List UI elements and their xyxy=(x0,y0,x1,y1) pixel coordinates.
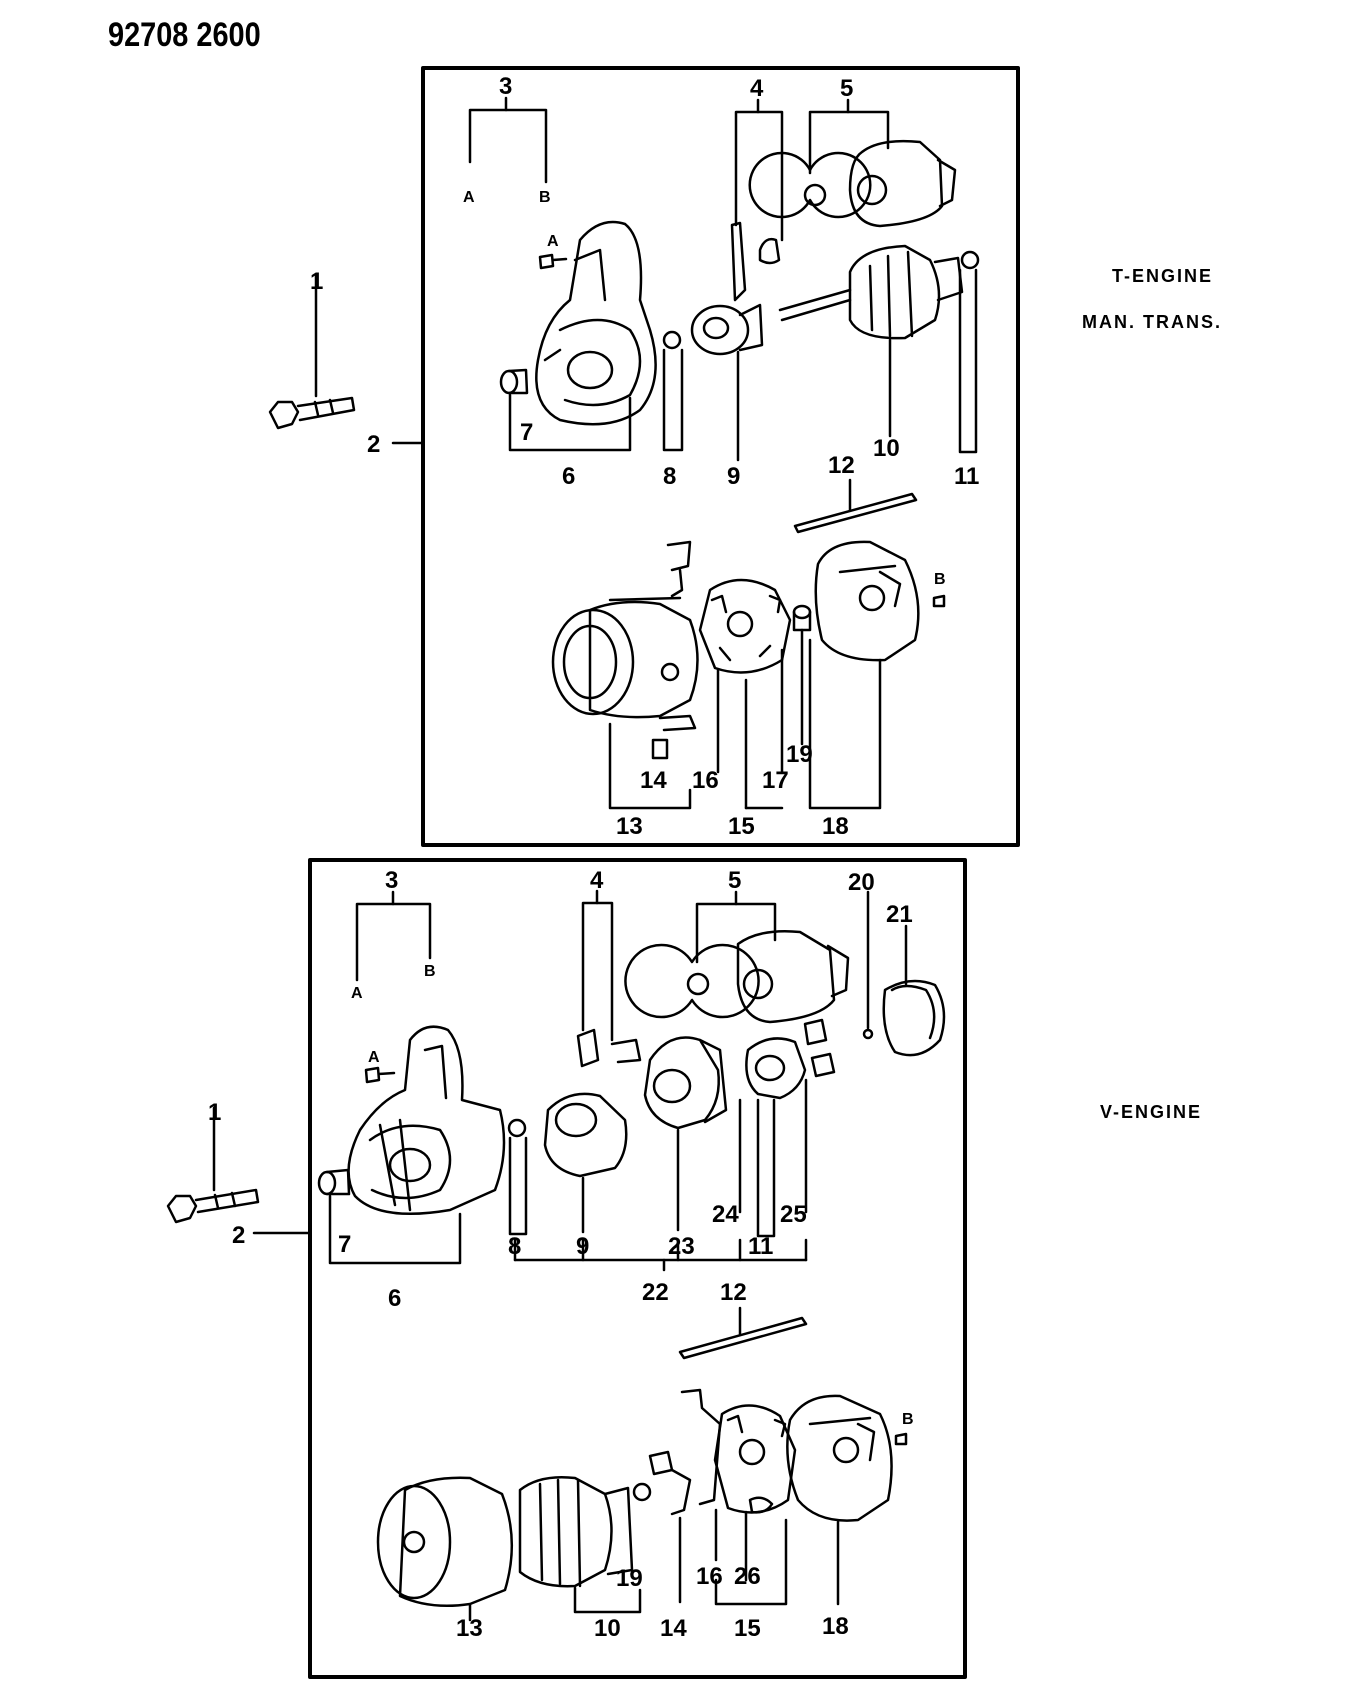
label-3-a: A xyxy=(351,985,363,1002)
label-18: 18 xyxy=(822,1613,849,1640)
label-a: A xyxy=(368,1049,380,1066)
label-14: 14 xyxy=(660,1615,687,1642)
label-6: 6 xyxy=(388,1285,401,1312)
armature-part xyxy=(518,1476,652,1614)
label-1: 1 xyxy=(208,1099,221,1126)
panel-v-engine: 1 2 3 A B A B 4 5 6 7 8 9 10 11 12 13 14… xyxy=(166,858,967,1679)
label-6: 6 xyxy=(562,463,575,490)
label-8: 8 xyxy=(508,1233,521,1260)
drive-housing-part xyxy=(535,220,657,426)
label-3-b: B xyxy=(539,189,551,206)
label-7: 7 xyxy=(520,419,533,446)
label-13: 13 xyxy=(456,1615,483,1642)
label-11: 11 xyxy=(954,463,979,490)
label-26: 26 xyxy=(734,1563,761,1590)
label-10: 10 xyxy=(594,1615,621,1642)
label-2: 2 xyxy=(232,1222,245,1249)
label-b: B xyxy=(934,571,946,588)
drive-housing-part xyxy=(347,1025,506,1215)
label-17: 17 xyxy=(762,767,789,794)
rear-bracket-part xyxy=(808,540,946,810)
label-3: 3 xyxy=(499,73,512,100)
label-9: 9 xyxy=(576,1233,589,1260)
bolt-part xyxy=(166,1106,260,1224)
gear-part xyxy=(643,1036,728,1232)
overrunning-clutch-part xyxy=(690,221,764,462)
label-1: 1 xyxy=(310,268,323,295)
yoke-part xyxy=(376,1476,513,1622)
label-5: 5 xyxy=(728,867,741,894)
label-4: 4 xyxy=(590,867,604,894)
label-21: 21 xyxy=(886,901,913,928)
bolt-part xyxy=(268,274,356,430)
label-3-a: A xyxy=(463,189,475,206)
label-4: 4 xyxy=(750,75,764,102)
label-14: 14 xyxy=(640,767,667,794)
label-13: 13 xyxy=(616,813,643,840)
label-12: 12 xyxy=(828,452,855,479)
rear-bracket-part xyxy=(786,1394,908,1606)
label-3-b: B xyxy=(424,963,436,980)
label-9: 9 xyxy=(727,463,740,490)
label-19: 19 xyxy=(616,1565,643,1592)
solenoid-part xyxy=(624,890,850,1024)
solenoid-part xyxy=(748,98,957,228)
label-11: 11 xyxy=(748,1233,773,1260)
label-10: 10 xyxy=(873,435,900,462)
panel-t-engine: 1 2 3 A B A B 4 5 6 7 8 9 10 11 12 13 14… xyxy=(268,66,1020,847)
pinion-part xyxy=(738,1018,836,1214)
label-23: 23 xyxy=(668,1233,695,1260)
brush-holder-part xyxy=(698,578,792,810)
note-v-engine: V-ENGINE xyxy=(1100,1102,1203,1122)
note-man-trans: MAN. TRANS. xyxy=(1082,312,1222,332)
label-12: 12 xyxy=(720,1279,747,1306)
label-15: 15 xyxy=(734,1615,761,1642)
label-16: 16 xyxy=(692,767,719,794)
label-18: 18 xyxy=(822,813,849,840)
yoke-part xyxy=(551,596,699,810)
label-22: 22 xyxy=(642,1279,669,1306)
label-5: 5 xyxy=(840,75,853,102)
note-t-engine: T-ENGINE xyxy=(1112,266,1214,286)
label-7: 7 xyxy=(338,1231,351,1258)
label-20: 20 xyxy=(848,869,875,896)
label-a: A xyxy=(547,233,559,250)
brush-holder-part xyxy=(680,1388,797,1606)
armature-part xyxy=(778,244,980,438)
panel-v-frame xyxy=(308,858,967,1679)
overrunning-clutch-part xyxy=(543,1028,628,1234)
label-8: 8 xyxy=(663,463,676,490)
diagram-reference-number: 92708 2600 xyxy=(108,16,261,54)
label-24: 24 xyxy=(712,1201,739,1228)
label-b: B xyxy=(902,1411,914,1428)
panel-t-frame xyxy=(421,66,1020,847)
label-2: 2 xyxy=(367,431,380,458)
label-15: 15 xyxy=(728,813,755,840)
label-3: 3 xyxy=(385,867,398,894)
label-16: 16 xyxy=(696,1563,723,1590)
label-25: 25 xyxy=(780,1201,807,1228)
label-19: 19 xyxy=(786,741,813,768)
